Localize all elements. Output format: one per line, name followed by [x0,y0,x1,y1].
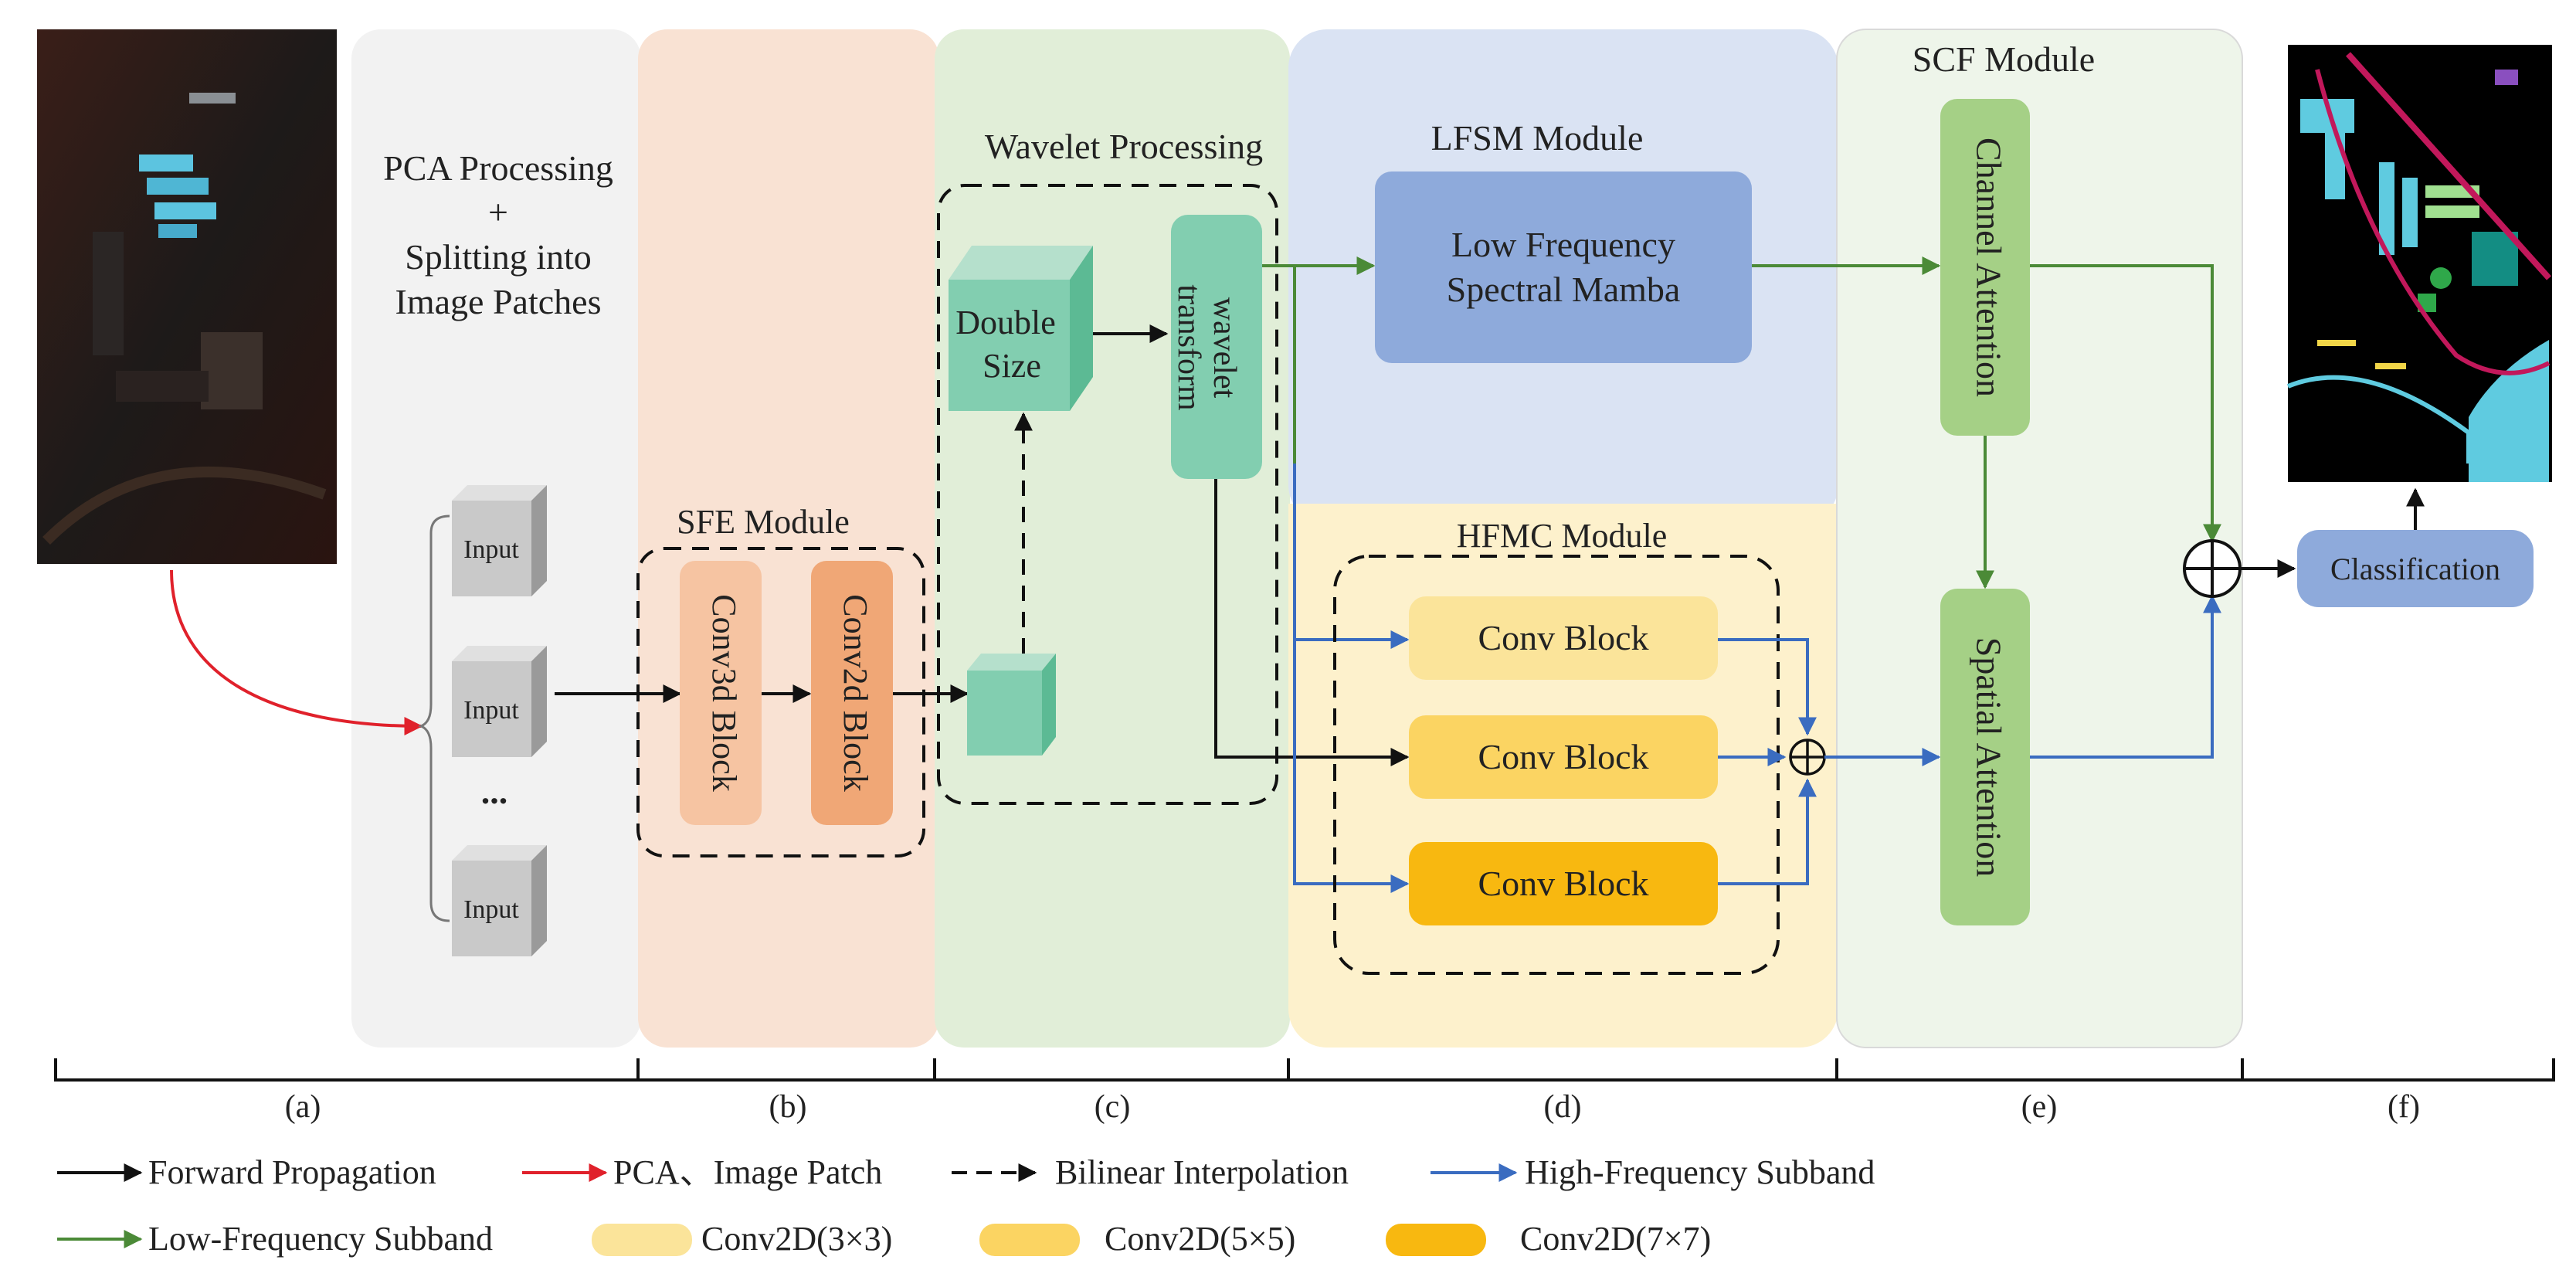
panel-a-title: PCA Processing + Splitting into Image Pa… [383,148,613,321]
wavelet-processing-box [937,184,1278,805]
high-freq-branch [1293,640,1410,893]
hfmc-module-title: HFMC Module [1457,517,1668,555]
legend-k3-swatch [592,1224,692,1256]
svg-text:Conv2d Block: Conv2d Block [837,594,874,791]
svg-text:Classification: Classification [2330,552,2500,586]
wavelet-transform-block: wavelet transform [1171,215,1262,479]
svg-text:transform: transform [1171,284,1207,411]
svg-text:Double: Double [955,304,1056,341]
sfe-module-box [636,547,925,857]
hsi-input-image [37,29,337,564]
lfsm-module-title: LFSM Module [1431,118,1644,158]
low-frequency-spectral-mamba: Low Frequency Spectral Mamba [1375,171,1752,363]
svg-text:Input: Input [463,895,519,924]
input-cube: Input [452,485,547,596]
spatial-attention-block: Spatial Attention [1940,589,2030,925]
legend-k5-swatch [979,1224,1080,1256]
legend-high-freq-label: High-Frequency Subband [1525,1153,1875,1191]
hfmc-module-box [1333,555,1780,975]
small-feature-cube [967,654,1056,756]
legend-k7-swatch [1386,1224,1486,1256]
conv-block-5x5: Conv Block [1409,715,1718,799]
svg-text:Spectral Mamba: Spectral Mamba [1447,270,1681,309]
axis-label-f: (f) [2388,1089,2420,1125]
svg-text:Conv3d Block: Conv3d Block [705,594,743,791]
svg-text:wavelet: wavelet [1207,297,1242,399]
svg-text:Conv Block: Conv Block [1478,864,1648,903]
axis-label-e: (e) [2021,1089,2058,1125]
svg-text:Spatial Attention: Spatial Attention [1969,637,2008,877]
svg-text:Input: Input [463,696,519,725]
panel-c-bg [935,29,1290,1048]
legend-pca-label: PCA、Image Patch [613,1153,882,1191]
channel-to-fusion [2030,264,2221,543]
classification-block: Classification [2297,530,2534,607]
pca-arrow [170,569,423,735]
conv-block-3x3: Conv Block [1409,596,1718,680]
hfmc-sum-node [1789,739,1826,776]
fusion-sum-node [2183,539,2242,598]
conv3d-block: Conv3d Block [680,561,762,825]
svg-text:Channel Attention: Channel Attention [1969,138,2008,397]
legend-k7-label: Conv2D(7×7) [1520,1220,1711,1258]
svg-text:Conv Block: Conv Block [1478,618,1648,657]
axis-label-b: (b) [769,1089,807,1125]
double-size-cube: Double Size [949,246,1093,411]
wavelet-to-hfmc-path [1214,479,1410,766]
conv7-to-sum [1718,778,1817,885]
axis-label-d: (d) [1544,1089,1582,1125]
svg-text:PCA Processing: PCA Processing [383,148,613,188]
wavelet-processing-title: Wavelet Processing [985,127,1263,166]
axis-label-a: (a) [285,1089,321,1125]
ellipsis: ... [481,772,508,811]
spatial-to-fusion [2030,594,2221,759]
classification-map-image [2286,45,2552,482]
legend-low-freq-label: Low-Frequency Subband [148,1220,493,1258]
stage-axis [54,1058,2555,1082]
legend: Forward Propagation PCA、Image Patch Bili… [57,1153,1875,1258]
channel-attention-block: Channel Attention [1940,99,2030,436]
input-brace [417,514,450,922]
panel-e-bg [1836,29,2243,1048]
svg-text:Conv Block: Conv Block [1478,737,1648,776]
input-cube: Input [452,646,547,757]
svg-text:Image Patches: Image Patches [395,282,602,321]
svg-text:Input: Input [463,535,519,564]
svg-text:Size: Size [983,347,1041,385]
conv2d-block: Conv2d Block [811,561,893,825]
sfe-module-title: SFE Module [677,503,850,541]
svg-text:Low Frequency: Low Frequency [1451,225,1675,264]
scf-module-title: SCF Module [1912,39,2095,79]
input-cube: Input [452,845,547,956]
legend-k3-label: Conv2D(3×3) [701,1220,892,1258]
conv3-to-sum [1718,638,1817,736]
legend-forward-label: Forward Propagation [148,1153,436,1191]
svg-text:+: + [488,192,508,232]
axis-label-c: (c) [1095,1089,1131,1125]
legend-k5-label: Conv2D(5×5) [1105,1220,1295,1258]
svg-text:Splitting into: Splitting into [405,237,592,277]
conv-block-7x7: Conv Block [1409,842,1718,925]
legend-bilinear-label: Bilinear Interpolation [1055,1153,1349,1191]
